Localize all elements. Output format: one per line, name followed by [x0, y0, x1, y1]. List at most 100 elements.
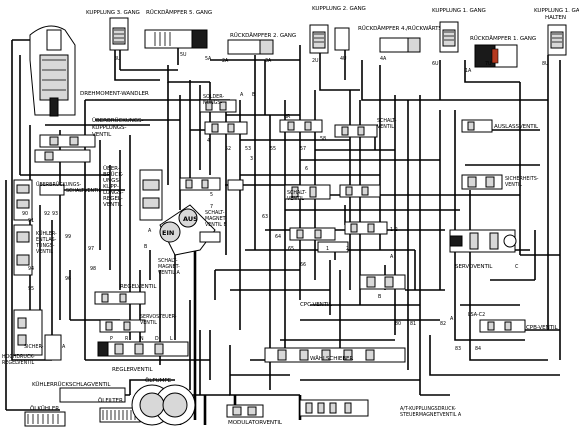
main-regulator-body: [139, 169, 163, 221]
solenoid-valve-b-label-3: VENTIL B: [205, 222, 227, 228]
port-4u-label: 4U: [340, 56, 347, 62]
safety-valve-left: SICHER-: [24, 334, 62, 361]
port-label-b5: B: [378, 294, 381, 300]
at-clutch-pressure-solenoid: A/T-KUPPLUNGSDRUCK- STEUERMAGNETVENTIL A: [299, 399, 462, 418]
oil-filter-label: ÖLFILTER: [98, 397, 123, 404]
exhaust-valve-label: AUSLASSVENTIL: [494, 124, 539, 130]
cpb-valve: CPB-VENTIL LSA-C2: [468, 312, 559, 333]
regler-valve-label: REGLERVENTIL: [112, 367, 153, 373]
shift-valve-mid-2-label: SCHALT-: [377, 118, 397, 124]
shift-valve-mid-1-port: dR: [284, 114, 291, 120]
selector-spool-label: WÄHLSCHIEBER: [310, 355, 353, 362]
safety-valve-right-label-1: SICHERHEITS-: [505, 176, 539, 182]
port-label-c: C: [515, 264, 519, 270]
port-label-64: 64: [275, 234, 281, 240]
oil-cooler-label: ÖLKÜHLER: [30, 405, 59, 412]
solenoid-valve-a-label-1: SCHALT-: [158, 258, 178, 264]
shift-valve-1-2-label: 1-2: [390, 227, 398, 233]
port-label-91: 91: [28, 218, 34, 224]
accumulator-5th-gear: RÜCKDÄMPFER 5. GANG 5U: [144, 9, 212, 58]
port-label-5a: 5A: [205, 56, 212, 62]
manual-valve-port-n: N: [140, 336, 144, 342]
port-label-55: 55: [270, 146, 276, 152]
port-label-2: 2: [346, 246, 349, 252]
port-label-b3: B: [252, 92, 255, 98]
cpc-valve: CPC-VENTIL: [300, 274, 406, 308]
port-label-96: 96: [65, 276, 71, 282]
accumulator-5th-gear-label: RÜCKDÄMPFER 5. GANG: [146, 9, 212, 16]
left-valve-label-5: TUNGS-: [35, 243, 55, 249]
clutch-3rd-gear: KUPPLUNG 3. GANG 3U: [86, 10, 140, 62]
solenoid-valve-a-label-3: VENTIL A: [158, 270, 180, 276]
solenoid-ein-label: EIN: [162, 229, 174, 237]
lockup-control-valve-label-5: LUNGS-: [103, 190, 124, 196]
port-label-66: 66: [300, 262, 306, 268]
port-4a-label: 4A: [380, 56, 387, 62]
manual-valve-port-d: D: [155, 336, 159, 342]
port-label-65: 65: [288, 246, 294, 252]
manual-valve: P R N D L REGLERVENTIL: [97, 336, 189, 373]
port-label-97: 97: [88, 246, 94, 252]
lockup-control-valve-label-7: VENTIL: [103, 202, 123, 208]
port-label-81: 81: [410, 321, 416, 327]
servo-valve-label: SERVOVENTIL: [455, 264, 493, 270]
lockup-clutch-valve-label-3: VENTIL: [92, 132, 112, 138]
port-label-82: 82: [440, 321, 446, 327]
port-label-a2: A: [450, 316, 454, 322]
port-label-93: 93: [52, 211, 58, 217]
manual-valve-port-l: L: [170, 336, 173, 342]
at-clutch-label-2: STEUERMAGNETVENTIL A: [400, 412, 462, 418]
port-label-92: 92: [44, 211, 50, 217]
clutch-2nd-gear: KUPPLUNG 2. GANG 2U: [309, 6, 366, 64]
port-2a-label: 2A: [222, 58, 229, 64]
port-label-80: 80: [395, 321, 401, 327]
port-label-57: 57: [300, 146, 306, 152]
solenoid-aus-label: AUS: [183, 215, 198, 223]
oil-cooler-check-valve: KÜHLERRÜCKSCHLAGVENTIL: [32, 381, 126, 403]
port-labels: A B 5 7 3 6 1 2 A C 90 91 92 93 94 95 96…: [22, 56, 549, 352]
port-label-90: 90: [22, 211, 28, 217]
accumulator-1st-gear-label: RÜCKDÄMPFER 1. GANG: [470, 35, 536, 42]
regulator-valve: REGELVENTIL: [94, 284, 158, 305]
servo-control-valve: SERVOSTEUER- VENTIL: [99, 314, 177, 333]
regulator-left-label-1: HOCHDRUCK-: [2, 354, 35, 360]
clutch-3rd-gear-label: KUPPLUNG 3. GANG: [86, 10, 140, 16]
port-label-6: 6: [305, 166, 308, 172]
port-label-1a: 1A: [465, 68, 472, 74]
shift-valve-group-center: SCHALT- VENTIL: [179, 177, 381, 202]
lockup-control-valve-label-1: ÜBER-: [103, 165, 120, 172]
accumulator-2nd-gear: RÜCKDÄMPFER 2. GANG 2A: [222, 32, 296, 64]
torque-converter-label: DREHMOMENT-WANDLER: [80, 91, 149, 97]
port-label-99: 99: [65, 234, 71, 240]
lockup-clutch-valve-label-2: KUPPLUNGS-: [92, 125, 126, 131]
at-clutch-label-1: A/T-KUPPLUNGSDRUCK-: [400, 406, 456, 412]
port-label-7: 7: [210, 204, 213, 210]
port-label-95: 95: [28, 286, 34, 292]
shift-valve-mid-2: SCHALT- VENTIL: [334, 118, 397, 138]
lockup-clutch-valve: ÜBERBRÜCKUNGS- KUPPLUNGS- VENTIL: [39, 117, 144, 148]
torque-converter: DREHMOMENT-WANDLER: [29, 25, 149, 117]
regulator-left-label-2: REGELVENTIL: [2, 360, 35, 366]
manual-valve-port-r: R: [125, 336, 129, 342]
left-valve-stack: ÜBERBRÜCKUNGS- SCHALTVENTIL KÜHLER- ENTL…: [13, 179, 101, 276]
left-valve-label-1: ÜBERBRÜCKUNGS-: [36, 181, 82, 188]
servo-control-label-2: VENTIL: [140, 320, 157, 326]
clutch-2nd-gear-label: KUPPLUNG 2. GANG: [312, 6, 366, 12]
left-valve-label-3: KÜHLER-: [36, 230, 57, 237]
shift-valve-left-upper-label-1: SOLDER-: [203, 94, 224, 100]
safety-valve-right: SICHERHEITS- VENTIL: [461, 174, 539, 190]
shift-valve-left-mid: 4: [204, 121, 248, 144]
shift-valve-mid-2-label2: VENTIL: [377, 124, 394, 130]
port-label-98: 98: [90, 266, 96, 272]
port-label-84: 84: [475, 346, 481, 352]
port-3u-label: 3U: [114, 56, 121, 62]
cooler-check-valve-label: KÜHLERRÜCKSCHLAGVENTIL: [32, 381, 111, 388]
oil-pump: ÖLPUMPE: [131, 377, 196, 426]
servo-valve: SERVOVENTIL: [449, 229, 517, 270]
shift-valve-mid-1: dR: [279, 114, 323, 133]
port-label-8u: 8U: [542, 61, 549, 67]
manual-valve-port-p: P: [110, 336, 113, 342]
port-label-58: 58: [320, 136, 326, 142]
shift-valve-center-label-2: VENTIL: [287, 196, 304, 202]
port-2u-label: 2U: [312, 58, 319, 64]
